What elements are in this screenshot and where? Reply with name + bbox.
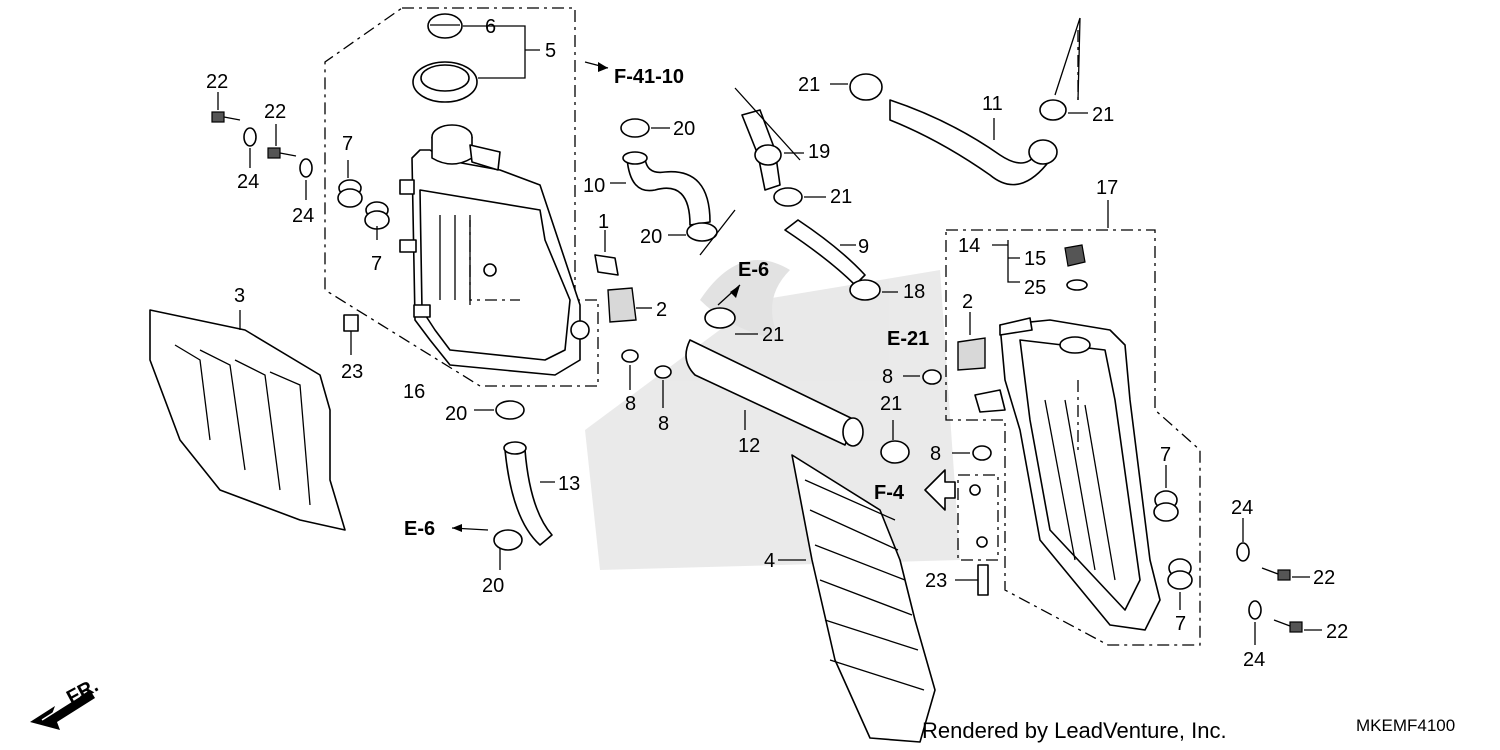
part-label: 15 bbox=[1024, 248, 1046, 270]
left-clip bbox=[343, 314, 359, 355]
part-label: 2 bbox=[962, 291, 973, 313]
left-radiator-group bbox=[324, 7, 599, 387]
part-number-labels: 6 5 22 22 7 24 24 7 3 23 16 20 20 10 20 … bbox=[206, 16, 1348, 671]
center-tubes bbox=[699, 87, 898, 301]
part-label: 18 bbox=[903, 281, 925, 303]
part-label: 22 bbox=[264, 101, 286, 123]
diagram-code: MKEMF4100 bbox=[1356, 716, 1456, 735]
part-label: 22 bbox=[1326, 621, 1348, 643]
part-label: 7 bbox=[342, 133, 353, 155]
left-shroud bbox=[149, 309, 346, 531]
part-label: 14 bbox=[958, 235, 980, 257]
part-label: 8 bbox=[930, 443, 941, 465]
part-label: 24 bbox=[1231, 497, 1253, 519]
reference-labels: F-41-10 E-6 E-6 E-21 F-4 FR. bbox=[63, 61, 929, 709]
part-label: 5 bbox=[545, 40, 556, 62]
part-label: 4 bbox=[764, 550, 775, 572]
part-label: 1 bbox=[598, 211, 609, 233]
right-fittings bbox=[903, 369, 992, 461]
part-label: 20 bbox=[640, 226, 662, 248]
left-small-parts bbox=[594, 230, 652, 323]
ref-e-6-upper: E-6 bbox=[738, 259, 769, 281]
part-label: 12 bbox=[738, 435, 760, 457]
part-label: 13 bbox=[558, 473, 580, 495]
part-label: 7 bbox=[1160, 444, 1171, 466]
part-label: 21 bbox=[1092, 104, 1114, 126]
cap-parts bbox=[412, 13, 540, 103]
ref-f-4: F-4 bbox=[874, 482, 905, 504]
center-shroud bbox=[778, 454, 936, 743]
part-label: 23 bbox=[925, 570, 947, 592]
part-label: 24 bbox=[292, 205, 314, 227]
part-label: 8 bbox=[882, 366, 893, 388]
left-grommets bbox=[337, 160, 390, 240]
part-label: 6 bbox=[485, 16, 496, 38]
part-label: 20 bbox=[445, 403, 467, 425]
part-label: 23 bbox=[341, 361, 363, 383]
hose-10 bbox=[610, 118, 718, 242]
part-label: 21 bbox=[798, 74, 820, 96]
part-label: 22 bbox=[206, 71, 228, 93]
part-label: 2 bbox=[656, 299, 667, 321]
front-direction-arrow bbox=[30, 690, 95, 730]
left-bolts bbox=[211, 92, 313, 200]
part-label: 7 bbox=[371, 253, 382, 275]
part-label: 24 bbox=[237, 171, 259, 193]
ref-f-41-10: F-41-10 bbox=[614, 66, 684, 88]
part-label: 20 bbox=[482, 575, 504, 597]
part-label: 16 bbox=[403, 381, 425, 403]
ref-e-6-lower: E-6 bbox=[404, 518, 435, 540]
part-label: 22 bbox=[1313, 567, 1335, 589]
render-credit: Rendered by LeadVenture, Inc. bbox=[922, 718, 1227, 743]
part-label: 8 bbox=[625, 393, 636, 415]
right-grommets bbox=[1153, 465, 1193, 610]
right-bolts bbox=[1236, 518, 1322, 645]
hose-13 bbox=[451, 400, 555, 570]
part-label: 24 bbox=[1243, 649, 1265, 671]
part-label: 3 bbox=[234, 285, 245, 307]
part-label: 25 bbox=[1024, 277, 1046, 299]
part-label: 10 bbox=[583, 175, 605, 197]
watermark bbox=[585, 260, 960, 570]
ref-e-21: E-21 bbox=[887, 328, 929, 350]
part-label: 8 bbox=[658, 413, 669, 435]
hose-12 bbox=[685, 284, 864, 447]
clamp-21-center bbox=[880, 420, 910, 464]
part-label: 17 bbox=[1096, 177, 1118, 199]
part-label: 21 bbox=[762, 324, 784, 346]
hose-11 bbox=[830, 17, 1088, 186]
f4-arrow bbox=[924, 469, 999, 596]
right-radiator-group bbox=[945, 200, 1201, 646]
part-label: 19 bbox=[808, 141, 830, 163]
center-fittings bbox=[621, 349, 672, 408]
part-label: 9 bbox=[858, 236, 869, 258]
part-label: 21 bbox=[880, 393, 902, 415]
part-label: 21 bbox=[830, 186, 852, 208]
part-label: 11 bbox=[982, 93, 1003, 115]
part-label: 20 bbox=[673, 118, 695, 140]
part-label: 7 bbox=[1175, 613, 1186, 635]
